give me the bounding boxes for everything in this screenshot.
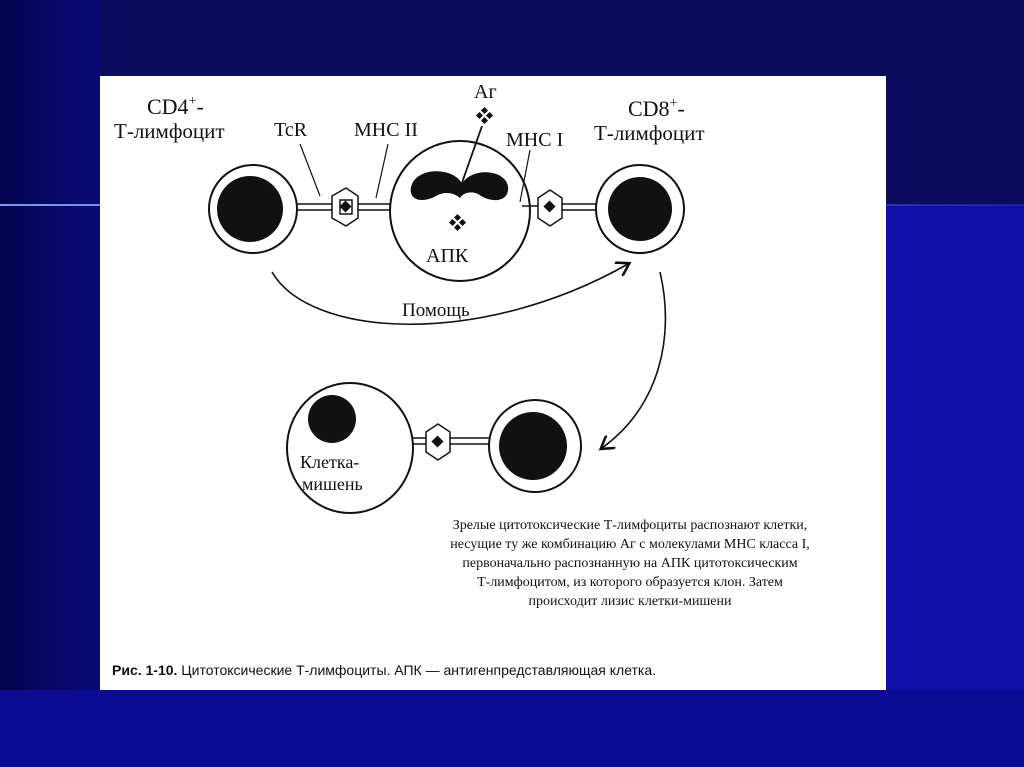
antigen-symbol-top	[475, 106, 494, 125]
diagram-svg: CD4+- Т-лимфоцит TcR МНС II Аг МНС I CD8…	[114, 81, 705, 514]
target-cell-label-line2: мишень	[302, 474, 363, 494]
description-text: Зрелые цитотоксические Т-лимфоциты распо…	[380, 516, 880, 611]
mhc1-tcr-complex	[522, 189, 596, 227]
mhc2-leader-line	[375, 143, 389, 199]
description-line: несущие ту же комбинацию Аг с молекулами…	[450, 537, 810, 552]
caption-title: Цитотоксические Т-лимфоциты.	[177, 662, 391, 678]
apc-cell	[389, 140, 531, 282]
mhc1-leader-line	[519, 149, 531, 203]
clone-arrow	[602, 271, 667, 448]
caption-definition: АПК — антигенпредставляющая клетка.	[390, 662, 657, 678]
tcr-mhc2-complex	[296, 187, 390, 227]
help-arrow	[271, 264, 628, 325]
target-tcr-complex	[413, 423, 489, 461]
description-line: происходит лизис клетки-мишени	[528, 594, 732, 609]
mhc1-label: МНС I	[506, 129, 563, 151]
description-line: Зрелые цитотоксические Т-лимфоциты распо…	[452, 518, 808, 533]
cd4-t-cell	[208, 164, 298, 254]
apc-nucleus	[410, 171, 509, 201]
figure-caption: Рис. 1-10. Цитотоксические Т-лимфоциты. …	[112, 662, 882, 678]
cd4-label: CD4+-	[147, 94, 204, 119]
ag-label: Аг	[474, 81, 497, 103]
antigen-pointer	[457, 125, 483, 195]
target-cell-label-line1: Клетка-	[300, 452, 359, 472]
tcr-leader-line	[299, 143, 321, 197]
antigen-symbol-apc	[448, 213, 467, 232]
description-line: Т-лимфоцитом, из которого образуется кло…	[477, 575, 783, 590]
diagram-slide: CD4+- Т-лимфоцит TcR МНС II Аг МНС I CD8…	[100, 76, 886, 690]
effector-t-cell	[488, 399, 582, 493]
t-lymphocyte-right-label: Т-лимфоцит	[594, 121, 705, 145]
description-line: первоначально распознанную на АПК цитото…	[462, 556, 798, 571]
target-cell	[286, 382, 414, 514]
background-panel-left	[0, 0, 100, 767]
tcr-label: TcR	[274, 119, 308, 141]
cd8-label: CD8+-	[628, 96, 685, 121]
background-band-right	[886, 205, 1024, 767]
mhc2-label: МНС II	[354, 119, 418, 141]
caption-figure-number: Рис. 1-10.	[112, 662, 178, 678]
help-label: Помощь	[402, 300, 470, 321]
apc-label: АПК	[426, 245, 469, 267]
cd8-t-cell	[595, 164, 685, 254]
t-lymphocyte-left-label: Т-лимфоцит	[114, 119, 225, 143]
background-band-bottom	[0, 690, 1024, 767]
